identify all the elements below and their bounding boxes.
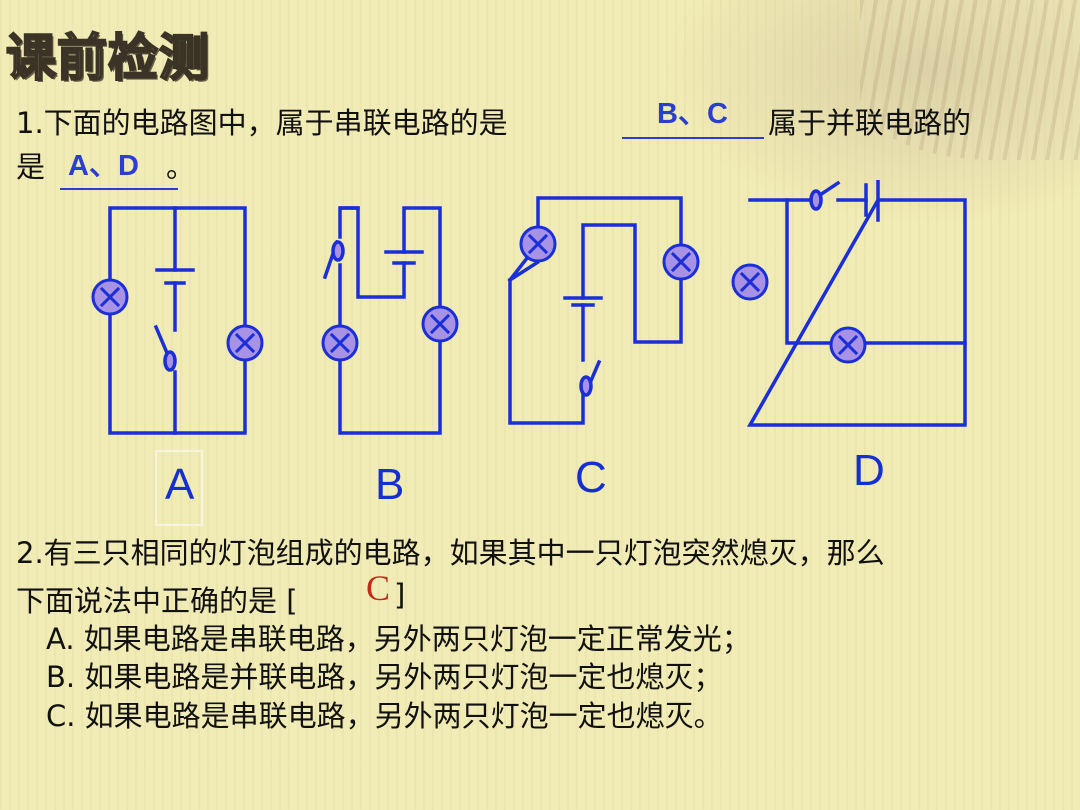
q1-text-line1: 1.下面的电路图中，属于串联电路的是	[16, 106, 508, 140]
circuit-b	[321, 206, 459, 435]
q2-option-b: B. 如果电路是并联电路，另外两只灯泡一定也熄灭；	[46, 660, 723, 694]
circuit-d	[731, 180, 967, 427]
q2-option-c: C. 如果电路是串联电路，另外两只灯泡一定也熄灭。	[46, 699, 723, 733]
q1-text-line2-suffix: 。	[166, 150, 196, 184]
q1-text-mid: 属于并联电路的	[768, 106, 972, 140]
q1-parallel-blank	[60, 188, 178, 190]
q1-series-blank	[622, 137, 764, 139]
circuit-a	[91, 206, 264, 435]
q2-text-line1: 2.有三只相同的灯泡组成的电路，如果其中一只灯泡突然熄灭，那么	[16, 536, 885, 570]
q2-answer: C	[366, 568, 391, 608]
q2-text-line2: 下面说法中正确的是 [	[16, 584, 298, 618]
circuit-diagrams	[91, 180, 967, 435]
circuit-label-a: A	[165, 460, 195, 509]
slide-title: 课前检测	[5, 27, 210, 88]
q2-bracket-close: ]	[394, 578, 406, 612]
book-decoration	[860, 0, 1080, 160]
q1-text-line2-prefix: 是	[16, 150, 46, 184]
q2-option-a: A. 如果电路是串联电路，另外两只灯泡一定正常发光；	[46, 622, 751, 656]
q1-parallel-answer: A、D	[68, 150, 139, 182]
circuit-label-c: C	[575, 453, 607, 502]
circuit-label-d: D	[853, 446, 885, 495]
q1-series-answer: B、C	[657, 98, 728, 130]
circuit-c	[507, 196, 700, 425]
circuit-label-b: B	[375, 460, 405, 509]
circuit-a-label-box	[155, 450, 203, 526]
